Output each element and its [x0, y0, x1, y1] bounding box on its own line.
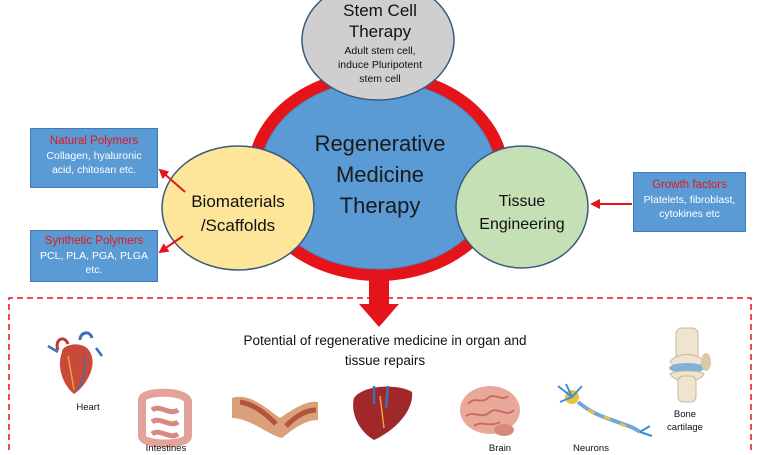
stem-cell-title-1: Stem Cell	[343, 1, 417, 20]
biomaterials-node: Biomaterials /Scaffolds	[168, 190, 308, 238]
arrow-to-synthetic-polymers	[158, 235, 184, 254]
neurons-icon	[557, 383, 653, 437]
down-arrow-shaft	[369, 278, 389, 306]
liver-icon	[353, 385, 413, 440]
down-arrow-head	[359, 304, 399, 327]
growth-factors-title: Growth factors	[652, 179, 727, 191]
center-line-3: Therapy	[339, 193, 421, 218]
brain-label: Brain	[488, 443, 512, 454]
natural-polymers-box: Natural Polymers Collagen, hyaluronic ac…	[30, 128, 158, 188]
intestines-label: Intestines	[145, 443, 187, 454]
tissue-engineering-node: Tissue Engineering	[462, 190, 582, 236]
stem-cell-sub-3: stem cell	[359, 73, 401, 85]
biomaterials-ellipse	[161, 145, 315, 271]
bone-label: Bone	[673, 409, 697, 420]
organ-panel-border	[8, 297, 752, 450]
natural-polymers-line-1: Collagen, hyaluronic	[46, 150, 142, 162]
synthetic-polymers-line-1: PCL, PLA, PGA, PLGA	[40, 250, 148, 262]
intestines-icon	[138, 388, 192, 448]
tissue-engineering-line-2: Engineering	[479, 216, 565, 233]
growth-factors-line-1: Platelets, fibroblast,	[643, 194, 736, 206]
tissue-engineering-line-1: Tissue	[498, 193, 546, 210]
heart-icon	[47, 331, 103, 394]
potential-line-2: tissue repairs	[344, 353, 426, 368]
stem-cell-sub-2: induce Pluripotent	[337, 59, 423, 71]
synthetic-polymers-title: Synthetic Polymers	[44, 235, 144, 247]
tissue-engineering-ellipse	[455, 145, 589, 269]
stem-cell-sub-1: Adult stem cell,	[344, 45, 416, 57]
muscle-icon	[232, 396, 318, 438]
cartilage-label: cartilage	[667, 422, 703, 433]
knee-cartilage-icon	[669, 327, 711, 403]
center-node: Regenerative Medicine Therapy	[290, 128, 470, 221]
center-line-2: Medicine	[335, 162, 425, 187]
stem-cell-ellipse	[301, 0, 455, 101]
neurons-label: Neurons	[573, 443, 609, 454]
brain-icon	[460, 386, 520, 436]
growth-factors-line-2: cytokines etc	[659, 208, 720, 220]
potential-heading: Potential of regenerative medicine in or…	[200, 331, 570, 371]
arrow-to-natural-polymers	[158, 168, 186, 193]
stem-cell-node: Stem Cell Therapy Adult stem cell, induc…	[310, 0, 450, 86]
stem-cell-title-2: Therapy	[348, 22, 412, 41]
biomaterials-line-2: /Scaffolds	[200, 216, 276, 235]
synthetic-polymers-line-2: etc.	[85, 264, 103, 276]
natural-polymers-line-2: acid, chitosan etc.	[51, 164, 137, 176]
center-line-1: Regenerative	[314, 131, 446, 156]
biomaterials-line-1: Biomaterials	[191, 192, 285, 211]
bone-cartilage-label: Bone cartilage	[645, 408, 725, 434]
synthetic-polymers-box: Synthetic Polymers PCL, PLA, PGA, PLGA e…	[30, 230, 158, 282]
potential-line-1: Potential of regenerative medicine in or…	[243, 333, 527, 348]
heart-label: Heart	[76, 402, 100, 413]
growth-factors-box: Growth factors Platelets, fibroblast, cy…	[633, 172, 746, 232]
natural-polymers-title: Natural Polymers	[49, 135, 139, 147]
